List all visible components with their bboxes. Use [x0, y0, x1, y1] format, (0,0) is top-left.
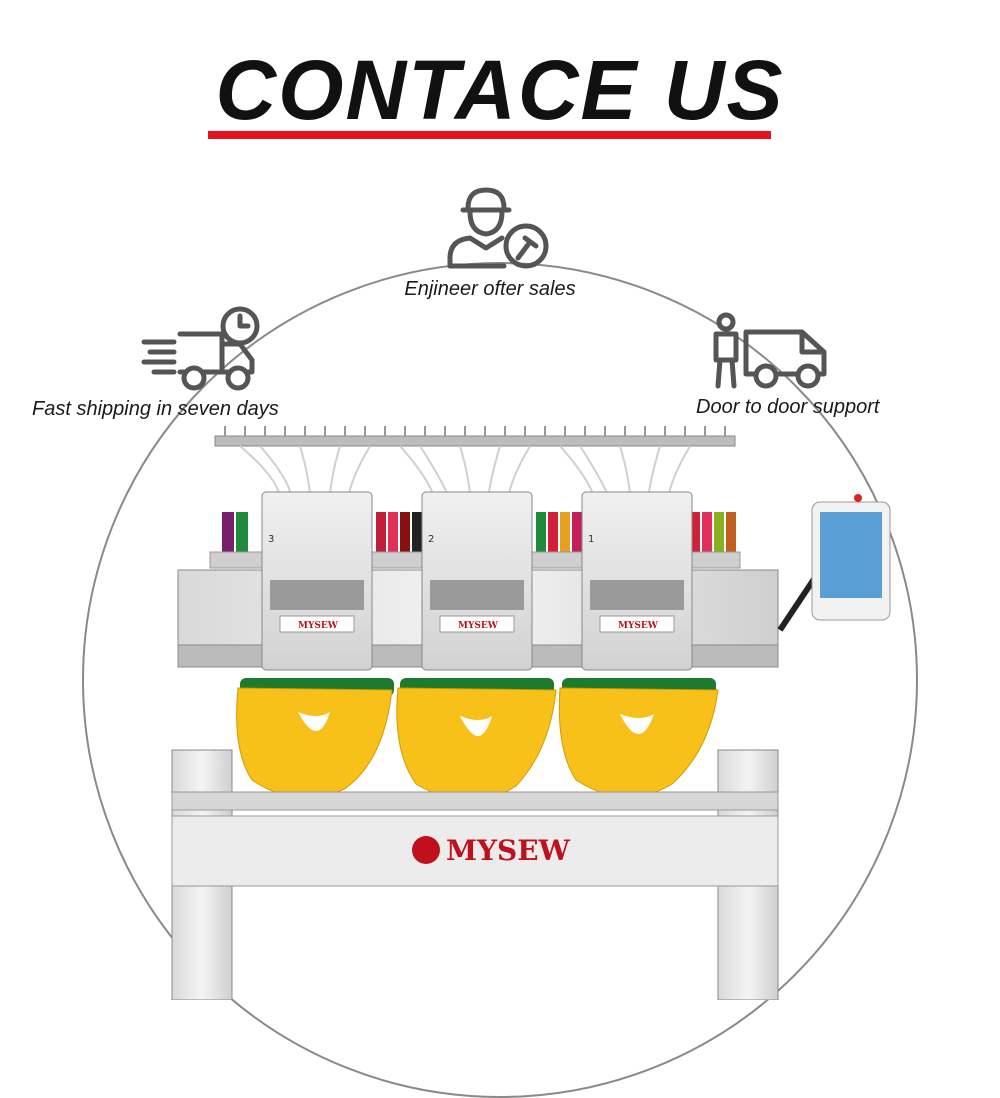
- embroidery-machine: 3 2 1 MYSEW MYSEW MYSEW MYSEW: [171, 426, 891, 1000]
- person-van-icon: [713, 312, 827, 389]
- engineer-wrench-icon: [447, 187, 549, 269]
- head-brand-label: MYSEW: [458, 621, 499, 631]
- feature-label-door: Door to door support: [696, 396, 880, 418]
- stand-brand-label: MYSEW: [446, 834, 571, 867]
- feature-label-engineer: Enjineer ofter sales: [404, 278, 576, 300]
- fast-truck-clock-icon: [141, 306, 260, 391]
- head-brand-label: MYSEW: [298, 621, 339, 631]
- head-number-3: 3: [268, 534, 274, 545]
- head-brand-label: MYSEW: [618, 621, 659, 631]
- title-underline: [208, 131, 771, 139]
- feature-label-shipping: Fast shipping in seven days: [32, 398, 279, 420]
- head-number-2: 2: [428, 534, 434, 545]
- head-number-1: 1: [588, 534, 594, 545]
- page-title: CONTACE US: [215, 43, 785, 137]
